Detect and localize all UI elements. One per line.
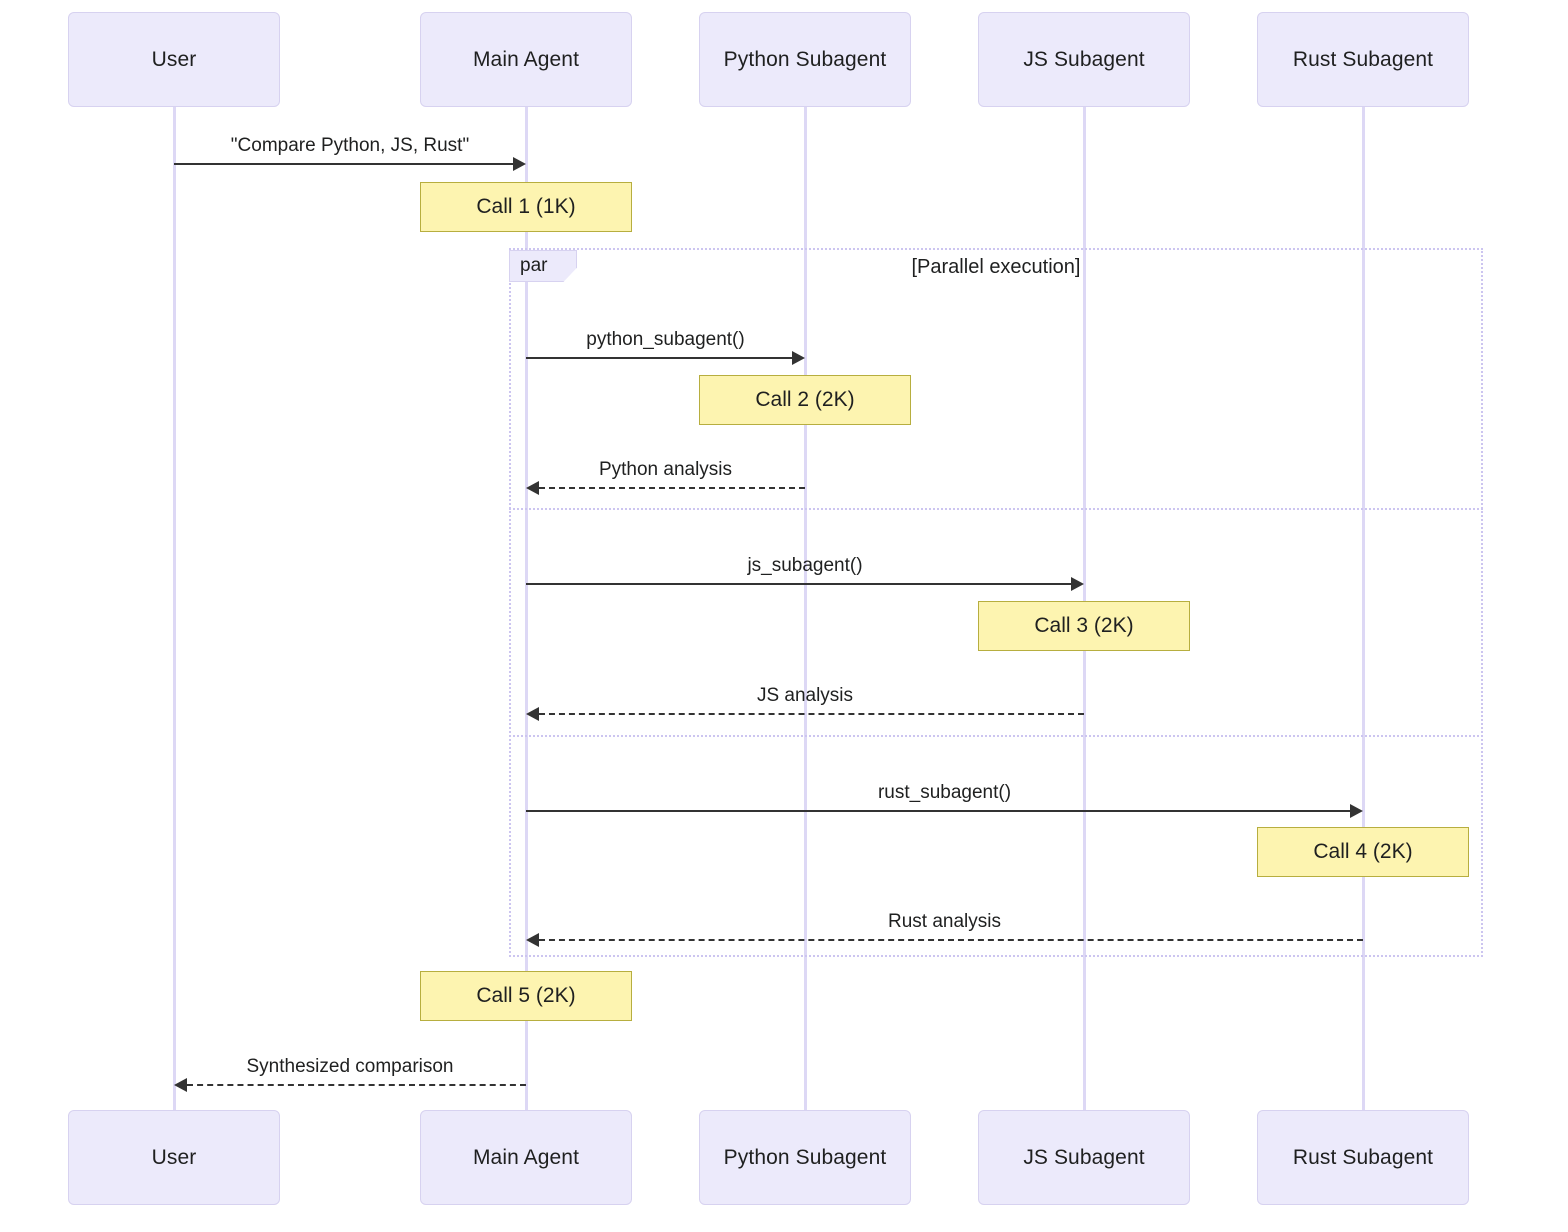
note-label-n5: Call 5 (2K): [476, 984, 576, 1007]
message-label-m8: Synthesized comparison: [246, 1056, 454, 1077]
lifeline-user: [173, 107, 176, 1110]
par-divider-2: [509, 735, 1483, 737]
participant-footer-main[interactable]: Main Agent: [420, 1110, 632, 1205]
par-fragment-box: [509, 248, 1483, 957]
participant-footer-rust[interactable]: Rust Subagent: [1257, 1110, 1469, 1205]
participant-label-user: User: [151, 47, 197, 71]
participant-footer-user[interactable]: User: [68, 1110, 280, 1205]
participant-header-main[interactable]: Main Agent: [420, 12, 632, 107]
message-line-m3: [539, 487, 805, 489]
par-fragment-title: [Parallel execution]: [911, 256, 1081, 278]
participant-header-python[interactable]: Python Subagent: [699, 12, 911, 107]
message-arrowhead-m7: [526, 933, 539, 947]
par-fragment-tab: par: [509, 250, 577, 282]
participant-label-python: Python Subagent: [723, 47, 887, 71]
participant-label-rust: Rust Subagent: [1292, 47, 1434, 71]
message-line-m2: [526, 357, 792, 359]
message-label-m1: "Compare Python, JS, Rust": [230, 135, 470, 156]
par-divider-1: [509, 508, 1483, 510]
message-arrowhead-m6: [1350, 804, 1363, 818]
participant-footer-js[interactable]: JS Subagent: [978, 1110, 1190, 1205]
message-label-m3: Python analysis: [598, 459, 733, 480]
message-label-m2: python_subagent(): [586, 329, 745, 350]
message-line-m1: [174, 163, 513, 165]
message-label-m4: js_subagent(): [747, 555, 863, 576]
message-arrowhead-m5: [526, 707, 539, 721]
note-label-n1: Call 1 (1K): [476, 195, 576, 218]
message-line-m8: [187, 1084, 526, 1086]
par-fragment-keyword: par: [520, 255, 548, 276]
participant-label-main: Main Agent: [472, 47, 580, 71]
message-label-m5: JS analysis: [756, 685, 854, 706]
note-n5[interactable]: Call 5 (2K): [420, 971, 632, 1021]
message-line-m6: [526, 810, 1350, 812]
note-label-n2: Call 2 (2K): [755, 388, 855, 411]
participant-label-rust: Rust Subagent: [1292, 1145, 1434, 1169]
participant-header-js[interactable]: JS Subagent: [978, 12, 1190, 107]
message-line-m5: [539, 713, 1084, 715]
note-n4[interactable]: Call 4 (2K): [1257, 827, 1469, 877]
participant-header-rust[interactable]: Rust Subagent: [1257, 12, 1469, 107]
message-label-m6: rust_subagent(): [877, 782, 1012, 803]
lifeline-rust: [1362, 107, 1365, 1110]
participant-label-main: Main Agent: [472, 1145, 580, 1169]
note-n2[interactable]: Call 2 (2K): [699, 375, 911, 425]
message-arrowhead-m3: [526, 481, 539, 495]
message-arrowhead-m4: [1071, 577, 1084, 591]
message-arrowhead-m1: [513, 157, 526, 171]
participant-label-user: User: [151, 1145, 197, 1169]
message-line-m7: [539, 939, 1363, 941]
note-label-n3: Call 3 (2K): [1034, 614, 1134, 637]
participant-footer-python[interactable]: Python Subagent: [699, 1110, 911, 1205]
note-n3[interactable]: Call 3 (2K): [978, 601, 1190, 651]
participant-label-python: Python Subagent: [723, 1145, 887, 1169]
participant-header-user[interactable]: User: [68, 12, 280, 107]
message-line-m4: [526, 583, 1071, 585]
lifeline-main: [525, 107, 528, 1110]
note-label-n4: Call 4 (2K): [1313, 840, 1413, 863]
participant-label-js: JS Subagent: [1023, 1145, 1145, 1169]
message-arrowhead-m8: [174, 1078, 187, 1092]
message-label-m7: Rust analysis: [888, 911, 1001, 932]
note-n1[interactable]: Call 1 (1K): [420, 182, 632, 232]
participant-label-js: JS Subagent: [1023, 47, 1145, 71]
message-arrowhead-m2: [792, 351, 805, 365]
lifeline-python: [804, 107, 807, 1110]
